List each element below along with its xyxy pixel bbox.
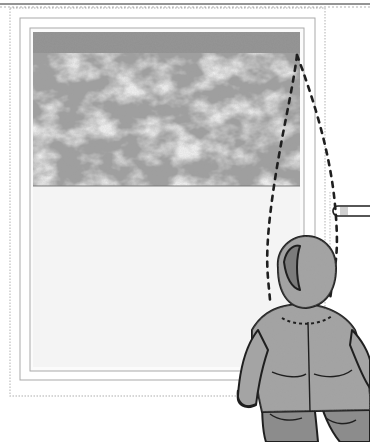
cloudy-sky: [33, 53, 300, 186]
roller-blind: [33, 32, 300, 367]
